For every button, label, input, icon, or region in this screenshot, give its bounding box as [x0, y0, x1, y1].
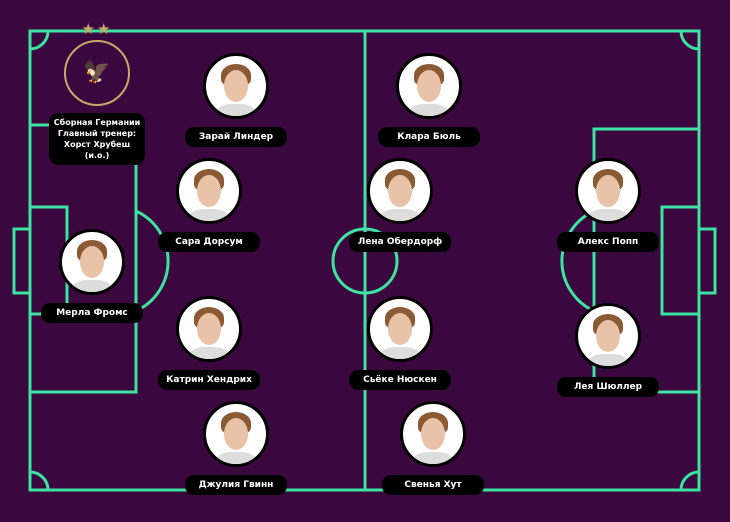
- player-photo: [367, 296, 433, 362]
- player-name: Джулия Гвинн: [185, 475, 287, 495]
- player-name: Лея Шюллер: [557, 377, 659, 397]
- player-photo: [176, 158, 242, 224]
- coach-title: Главный тренер:: [57, 129, 137, 138]
- team-caption: Сборная Германии Главный тренер: Хорст Х…: [49, 113, 145, 165]
- player-card[interactable]: Свенья Хут: [368, 401, 498, 495]
- player-card[interactable]: Алекс Попп: [543, 158, 673, 252]
- player-card[interactable]: Сара Дорсум: [144, 158, 274, 252]
- player-card[interactable]: Сьёке Нюскен: [335, 296, 465, 390]
- team-info: ★★ 🦅 Сборная Германии Главный тренер: Хо…: [49, 20, 145, 165]
- team-name: Сборная Германии: [53, 118, 141, 127]
- coach-name: Хорст Хрубеш (и.о.): [63, 140, 131, 160]
- player-name: Алекс Попп: [557, 232, 659, 252]
- player-card[interactable]: Лена Обердорф: [335, 158, 465, 252]
- player-name: Мерла Фромс: [41, 303, 143, 323]
- player-card[interactable]: Мерла Фромс: [27, 229, 157, 323]
- player-name: Клара Бюль: [378, 127, 480, 147]
- player-name: Зарай Линдер: [185, 127, 287, 147]
- player-photo: [396, 53, 462, 119]
- player-photo: [59, 229, 125, 295]
- player-photo: [203, 401, 269, 467]
- player-name: Сара Дорсум: [158, 232, 260, 252]
- player-photo: [367, 158, 433, 224]
- player-name: Сьёке Нюскен: [349, 370, 451, 390]
- player-card[interactable]: Клара Бюль: [364, 53, 494, 147]
- player-card[interactable]: Лея Шюллер: [543, 303, 673, 397]
- player-name: Свенья Хут: [382, 475, 484, 495]
- player-name: Катрин Хендрих: [158, 370, 260, 390]
- player-name: Лена Обердорф: [349, 232, 451, 252]
- player-card[interactable]: Катрин Хендрих: [144, 296, 274, 390]
- player-photo: [575, 158, 641, 224]
- dfb-crest-logo: 🦅: [64, 40, 130, 106]
- player-photo: [176, 296, 242, 362]
- stars-icon: ★★: [81, 20, 113, 38]
- player-photo: [575, 303, 641, 369]
- player-card[interactable]: Зарай Линдер: [171, 53, 301, 147]
- player-card[interactable]: Джулия Гвинн: [171, 401, 301, 495]
- player-photo: [203, 53, 269, 119]
- player-photo: [400, 401, 466, 467]
